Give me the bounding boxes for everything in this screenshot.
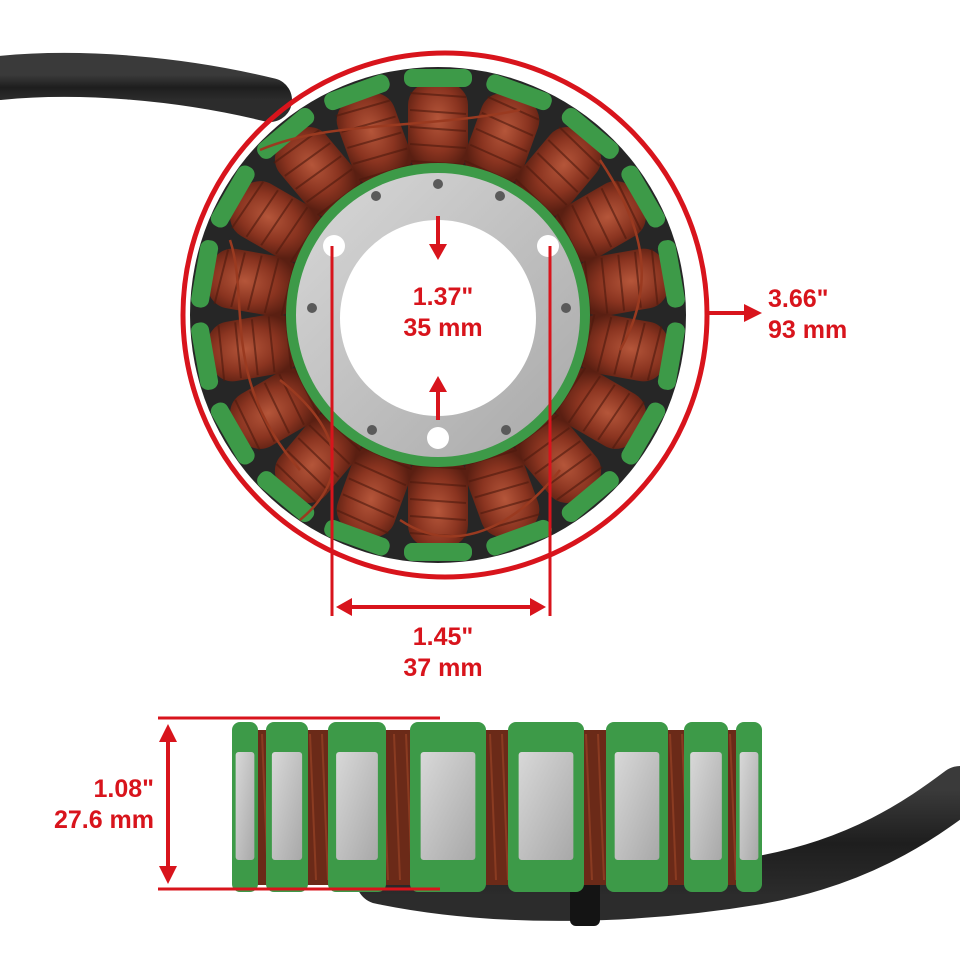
coil-pole (191, 313, 300, 390)
side-pole (606, 722, 668, 892)
side-pole (232, 722, 258, 892)
inner-diameter-label: 1.37" 35 mm (388, 282, 498, 344)
bolt-spacing-bracket (330, 246, 552, 616)
bolt-spacing-mm: 37 mm (403, 654, 483, 682)
height-bracket (158, 716, 440, 891)
outer-diameter-inches: 3.66" (768, 285, 829, 313)
stator-side-view (232, 722, 762, 892)
mounting-holes (307, 179, 571, 449)
stator-coils (191, 69, 685, 561)
height-label: 1.08" 27.6 mm (30, 774, 154, 836)
coil-pole (576, 240, 685, 317)
center-bore (340, 220, 536, 416)
side-pole (328, 722, 386, 892)
outer-diameter-arrow (708, 304, 762, 322)
coil-pole (257, 411, 362, 523)
coil-pole (324, 444, 413, 556)
bolt-spacing-label: 1.45" 37 mm (388, 622, 498, 684)
height-mm: 27.6 mm (53, 806, 154, 834)
coil-pole (553, 367, 666, 465)
side-pole (410, 722, 486, 892)
wire-harness-top (0, 52, 292, 122)
height-inches: 1.08" (93, 775, 154, 803)
stator-top-view (190, 67, 686, 563)
coil-pole (404, 69, 472, 173)
outer-diameter-circle (180, 50, 710, 580)
outer-diameter-mm: 93 mm (768, 316, 848, 344)
side-pole (266, 722, 308, 892)
coil-pole (404, 457, 472, 561)
inner-diameter-mm: 35 mm (403, 314, 483, 342)
inner-diameter-inches: 1.37" (412, 283, 474, 311)
coil-pole (210, 165, 323, 263)
side-pole (508, 722, 584, 892)
inner-diameter-arrows (429, 216, 447, 420)
copper-lead-wires (228, 108, 644, 538)
side-pole (736, 722, 762, 892)
coil-pole (191, 240, 300, 317)
coil-pole (514, 107, 619, 219)
side-pole (684, 722, 728, 892)
outer-diameter-label: 3.66" 93 mm (768, 284, 847, 346)
bolt-spacing-inches: 1.45" (412, 623, 474, 651)
